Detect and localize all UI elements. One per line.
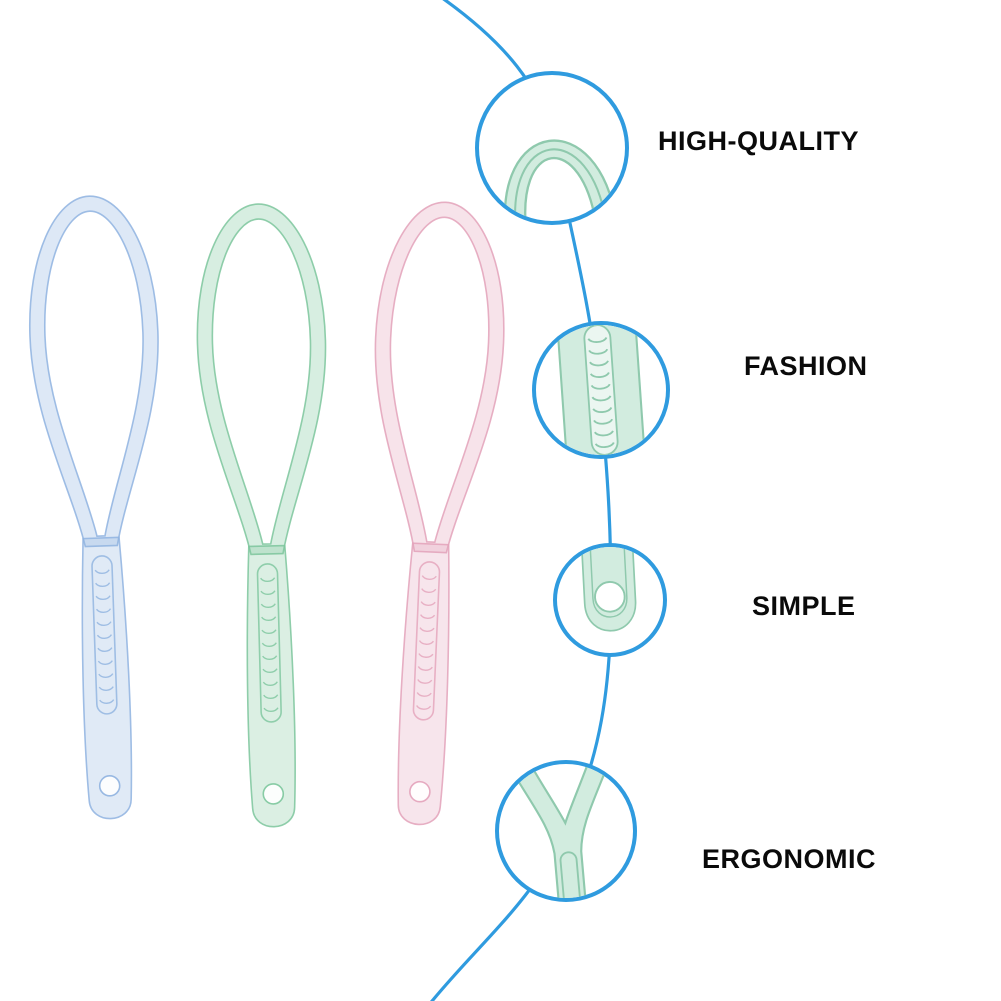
zoom-circle-simple [553, 543, 667, 657]
feature-label-high-quality: HIGH-QUALITY [658, 126, 859, 156]
fork-junction-zoom-icon [501, 764, 617, 898]
loop-tip-zoom-icon [503, 139, 619, 221]
feature-label-fashion: FASHION [744, 351, 868, 381]
zoom-circle-ergonomic [495, 760, 637, 902]
tongue-scraper-green [193, 201, 339, 830]
grip-texture-zoom-icon [557, 325, 645, 455]
feature-label-ergonomic: ERGONOMIC [702, 844, 877, 874]
feature-label-simple: SIMPLE [752, 591, 856, 621]
zoom-circle-fashion [532, 321, 670, 459]
tongue-scraper-blue [24, 193, 176, 822]
handle-hole-zoom-icon [580, 547, 637, 632]
zoom-circle-high-quality [475, 71, 629, 225]
tongue-scraper-pink [353, 198, 511, 829]
